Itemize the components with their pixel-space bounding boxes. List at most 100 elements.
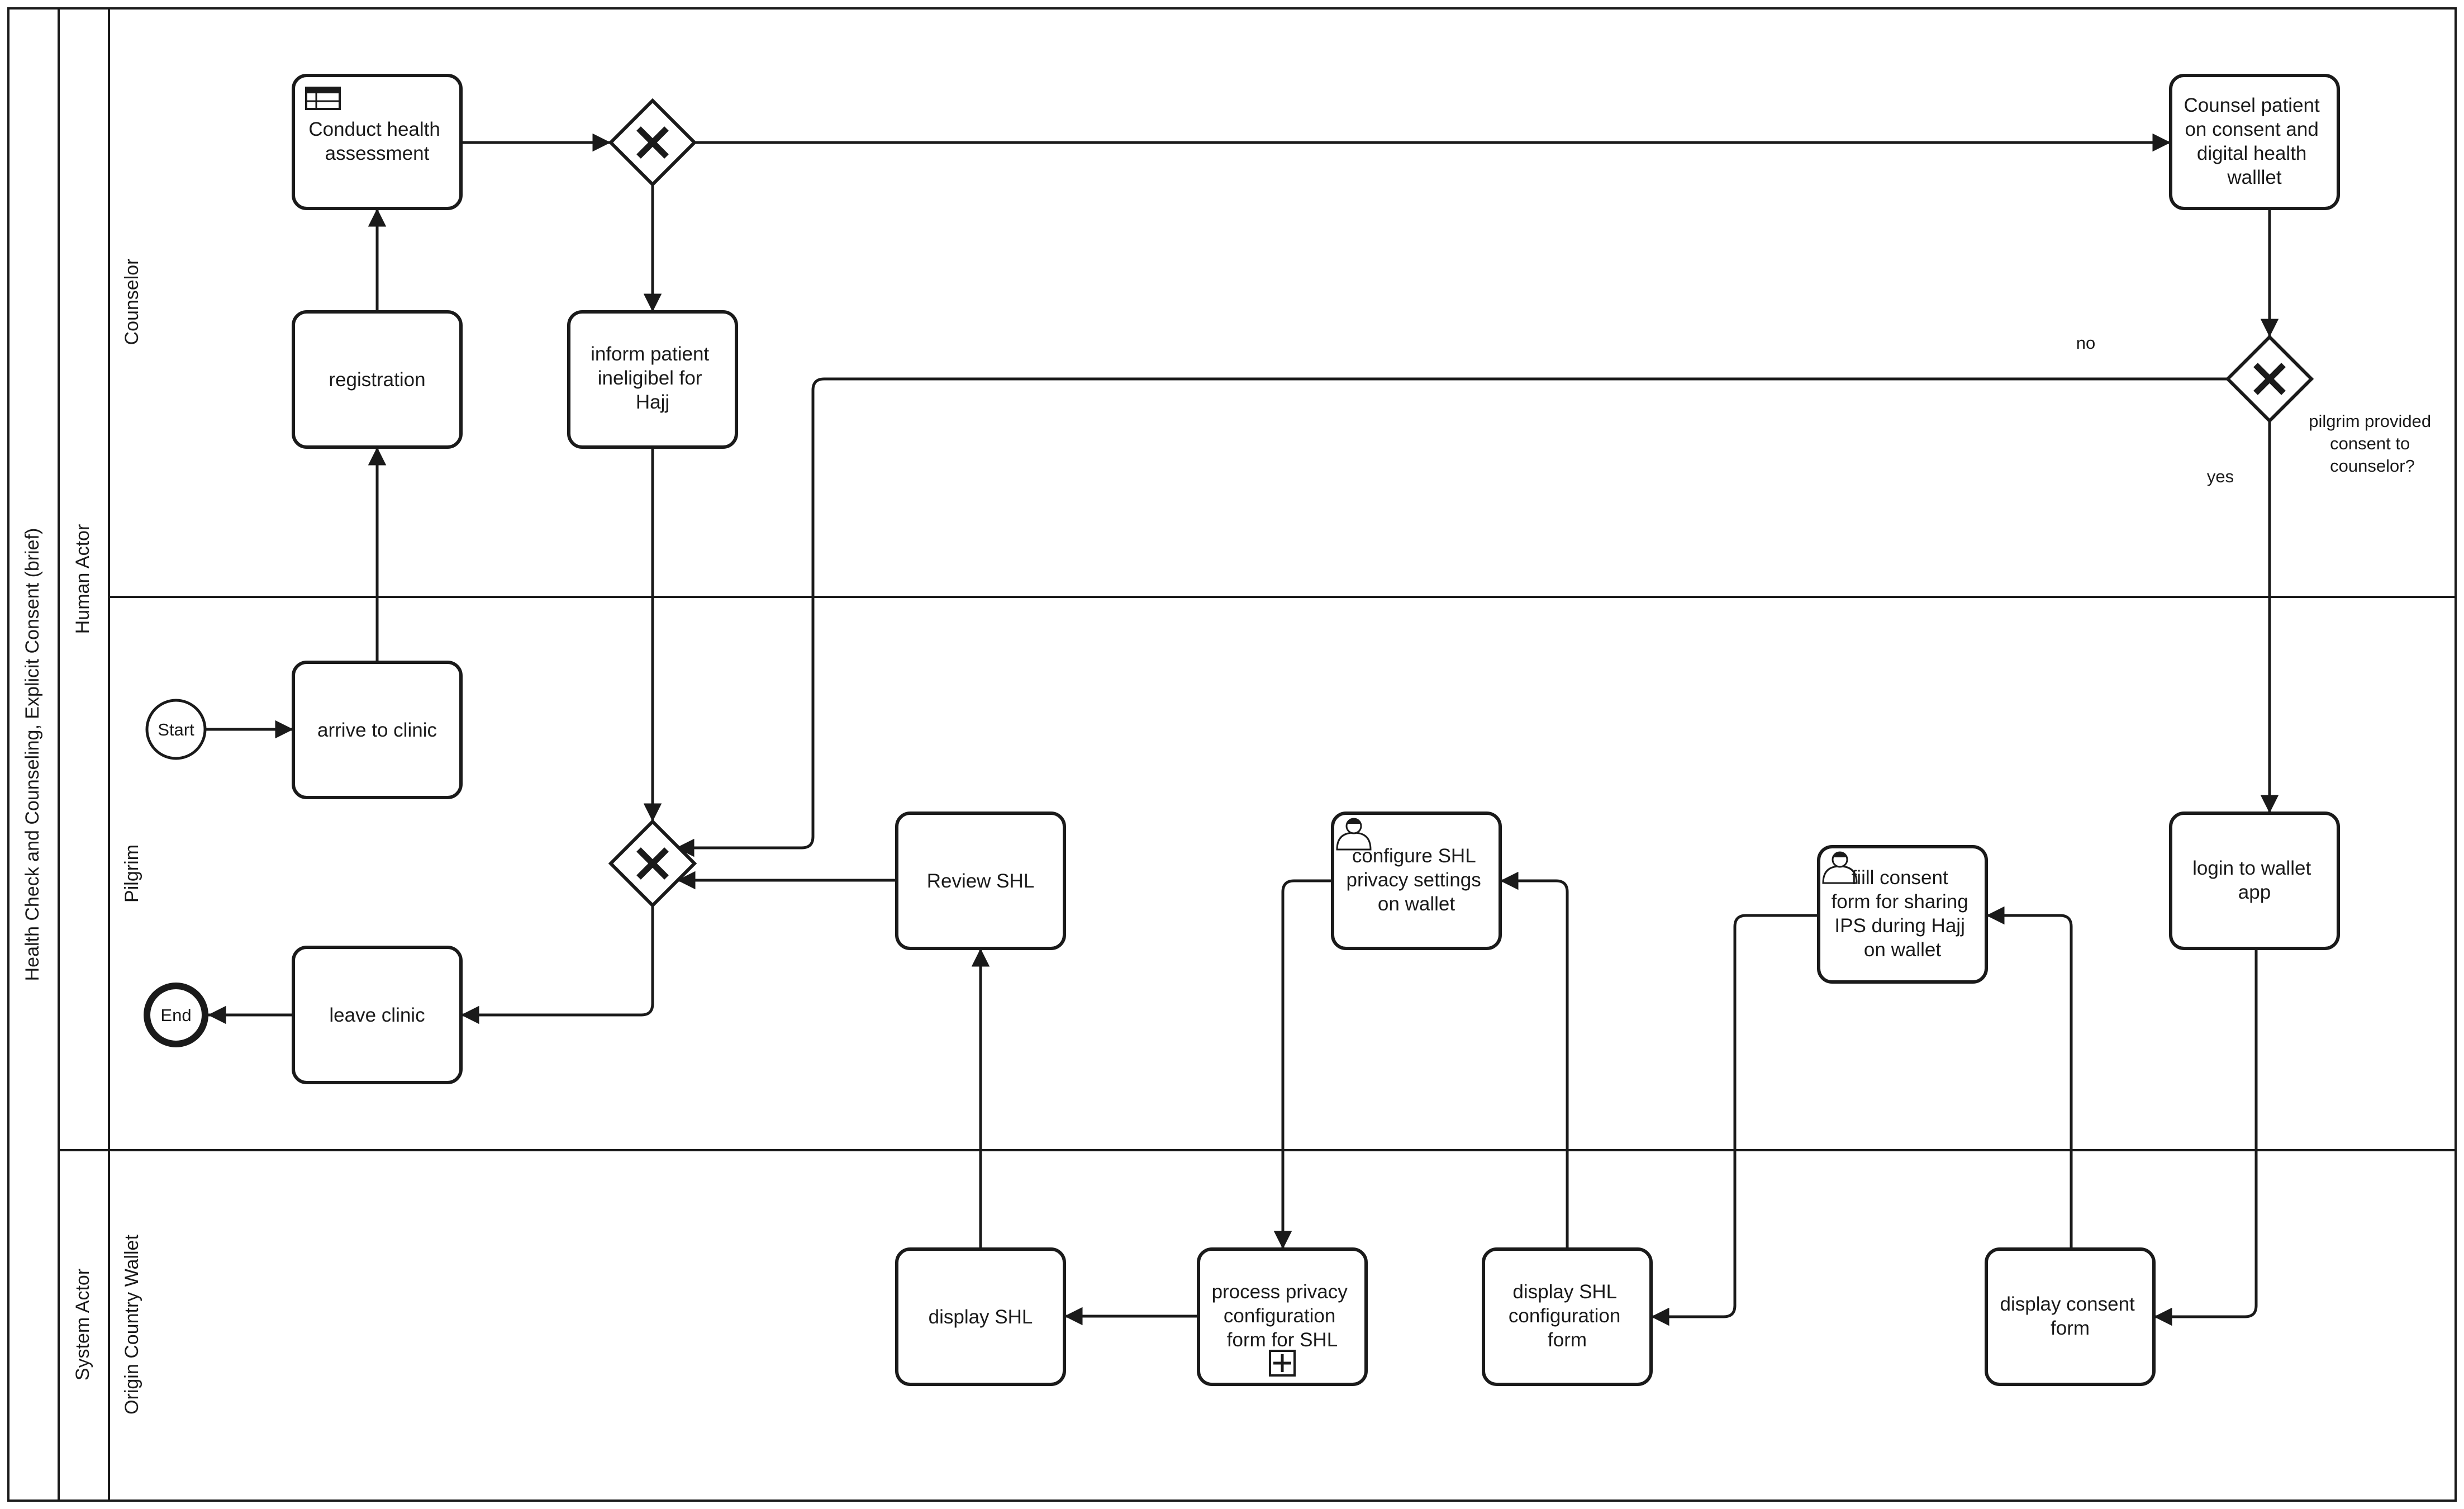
flow-gateway2-no-to-merge[interactable] [676, 377, 2228, 857]
task-label-line: arrive to clinic [317, 719, 437, 741]
task-label-line: IPS during Hajj [1834, 915, 1964, 937]
start-event-label: Start [158, 720, 194, 739]
user-task-icon [1822, 851, 1858, 884]
gateway-consent-provided[interactable] [2225, 334, 2314, 424]
user-task-icon [1336, 818, 1372, 851]
task-box [1985, 1247, 2156, 1386]
task-display-shl[interactable]: display SHL [895, 1247, 1066, 1386]
task-label: inform patient ineligibel for Hajj [591, 343, 715, 413]
task-label: arrive to clinic [317, 719, 437, 741]
task-label-line: leave clinic [329, 1004, 425, 1026]
task-label-line: form [2051, 1317, 2090, 1339]
gateway-label-line: consent to [2330, 434, 2410, 453]
actor-label-system: System Actor [72, 1269, 93, 1380]
task-label-line: Hajj [636, 391, 669, 413]
end-event-circle [144, 983, 208, 1047]
flow-label-no: no [2076, 333, 2095, 353]
task-label-line: fiill consent [1852, 867, 1948, 889]
task-box [2169, 74, 2340, 210]
task-label-line: assessment [325, 143, 430, 164]
task-label-line: ineligibel for [598, 367, 702, 389]
task-label-line: registration [329, 369, 425, 391]
task-registration[interactable]: registration [292, 310, 463, 449]
task-label: leave clinic [329, 1004, 425, 1026]
task-counsel-patient[interactable]: Counsel patient on consent and digital h… [2169, 74, 2340, 210]
task-box [1331, 812, 1502, 950]
task-login-wallet[interactable]: login to wallet app [2169, 812, 2340, 950]
task-arrive-clinic[interactable]: arrive to clinic [292, 661, 463, 799]
gateway-merge[interactable] [608, 819, 697, 908]
task-label-line: display SHL [1512, 1281, 1616, 1303]
task-fill-consent[interactable]: fiill consent form for sharing IPS durin… [1817, 845, 1988, 984]
task-box [292, 946, 463, 1084]
task-label-line: Counsel patient [2184, 94, 2320, 116]
task-label-line: display SHL [929, 1306, 1033, 1328]
task-label: process privacy configuration form for S… [1212, 1281, 1353, 1351]
gateway-label-line: counselor? [2330, 456, 2415, 476]
task-label-line: digital health [2197, 143, 2307, 164]
pool: Health Check and Counseling, Explicit Co… [7, 7, 2457, 1502]
task-display-shl-config[interactable]: display SHL configuration form [1482, 1247, 1653, 1386]
actor-label-human: Human Actor [72, 524, 93, 634]
subprocess-plus-icon [1269, 1350, 1296, 1377]
task-label-line: process privacy [1212, 1281, 1348, 1303]
task-label: configure SHL privacy settings on wallet [1347, 845, 1487, 915]
flow-merge-to-leave[interactable] [461, 905, 654, 1024]
flow-display-consent-to-fill[interactable] [1986, 906, 2073, 1249]
task-label: fiill consent form for sharing IPS durin… [1832, 867, 1974, 961]
task-display-consent[interactable]: display consent form [1985, 1247, 2156, 1386]
task-label-line: form for sharing [1832, 891, 1968, 913]
task-label-line: on wallet [1864, 939, 1941, 961]
lane-label-origin-wallet: Origin Country Wallet [121, 1235, 142, 1415]
gateway-label-consent-question: pilgrim provided consent to counselor? [2309, 411, 2436, 476]
task-box [292, 310, 463, 449]
task-label: Review SHL [927, 870, 1035, 892]
task-leave-clinic[interactable]: leave clinic [292, 946, 463, 1084]
start-event-circle [145, 699, 207, 760]
task-label: Counsel patient on consent and digital h… [2184, 94, 2325, 188]
task-box [895, 1247, 1066, 1386]
task-label: login to wallet app [2192, 857, 2316, 903]
task-label-line: Conduct health [308, 118, 440, 140]
task-box [1197, 1247, 1368, 1386]
task-label-line: configuration [1224, 1305, 1335, 1327]
task-label: display consent form [2000, 1293, 2140, 1339]
task-review-shl[interactable]: Review SHL [895, 812, 1066, 950]
flow-login-to-display-consent[interactable] [2154, 948, 2258, 1326]
end-event-label: End [160, 1005, 191, 1025]
flow-fill-to-display-config[interactable] [1651, 914, 1819, 1326]
x-icon [636, 847, 669, 880]
task-process-privacy[interactable]: process privacy configuration form for S… [1197, 1247, 1368, 1386]
task-label-line: on wallet [1378, 893, 1455, 915]
task-box [292, 661, 463, 799]
gateway-label-line: pilgrim provided [2309, 411, 2431, 431]
task-label: registration [329, 369, 425, 391]
business-rule-table-icon [305, 87, 341, 110]
task-label-line: on consent and [2185, 118, 2318, 140]
flow-label-yes: yes [2207, 467, 2234, 486]
task-label-line: configuration [1509, 1305, 1620, 1327]
task-configure-shl[interactable]: configure SHL privacy settings on wallet [1331, 812, 1502, 950]
task-label: display SHL [929, 1306, 1033, 1328]
lane-label-pilgrim: Pilgrim [121, 844, 142, 903]
task-label-line: privacy settings [1347, 869, 1481, 891]
task-inform-ineligible[interactable]: inform patient ineligibel for Hajj [567, 310, 738, 449]
task-label-line: walllet [2227, 167, 2282, 188]
task-conduct-assessment[interactable]: Conduct health assessment [292, 74, 463, 210]
task-label-line: Review SHL [927, 870, 1035, 892]
task-box [1817, 845, 1988, 984]
end-event[interactable]: End [144, 983, 208, 1047]
task-label-line: login to wallet [2192, 857, 2311, 879]
flow-display-config-to-configure[interactable] [1500, 871, 1569, 1249]
start-event[interactable]: Start [145, 699, 207, 760]
gateway-assessment-result[interactable] [608, 98, 697, 187]
pool-title: Health Check and Counseling, Explicit Co… [22, 528, 43, 981]
task-label: Conduct health assessment [308, 118, 445, 164]
task-label: display SHL configuration form [1509, 1281, 1626, 1351]
task-box [1482, 1247, 1653, 1386]
task-box [567, 310, 738, 449]
task-label-line: inform patient [591, 343, 709, 365]
sequence-flows: no yes pilgrim provided consent to couns… [206, 133, 2436, 1326]
flow-configure-to-process[interactable] [1273, 879, 1333, 1249]
